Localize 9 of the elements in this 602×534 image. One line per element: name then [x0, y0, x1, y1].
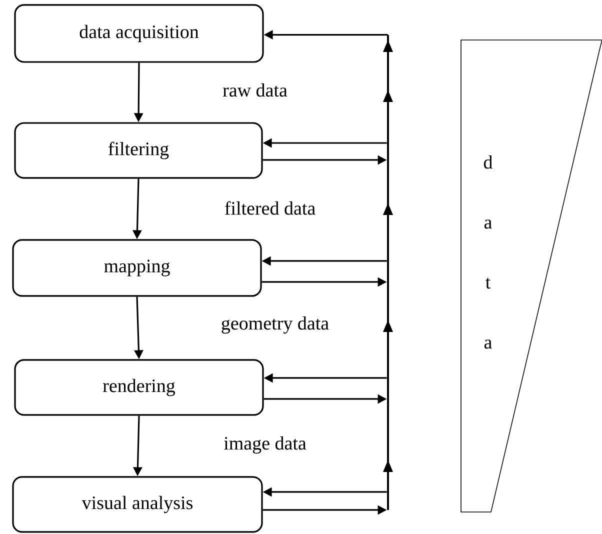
edge-label: image data: [224, 436, 306, 454]
edge-label: raw data: [222, 83, 288, 97]
edge-label: geometry data: [222, 316, 329, 334]
process-box: filtering: [14, 122, 263, 179]
process-box: data acquisition: [14, 4, 264, 63]
edge-label: filtered data: [224, 201, 316, 215]
process-box: visual analysis: [12, 476, 263, 533]
process-box: rendering: [14, 359, 264, 416]
process-box: mapping: [12, 239, 262, 297]
